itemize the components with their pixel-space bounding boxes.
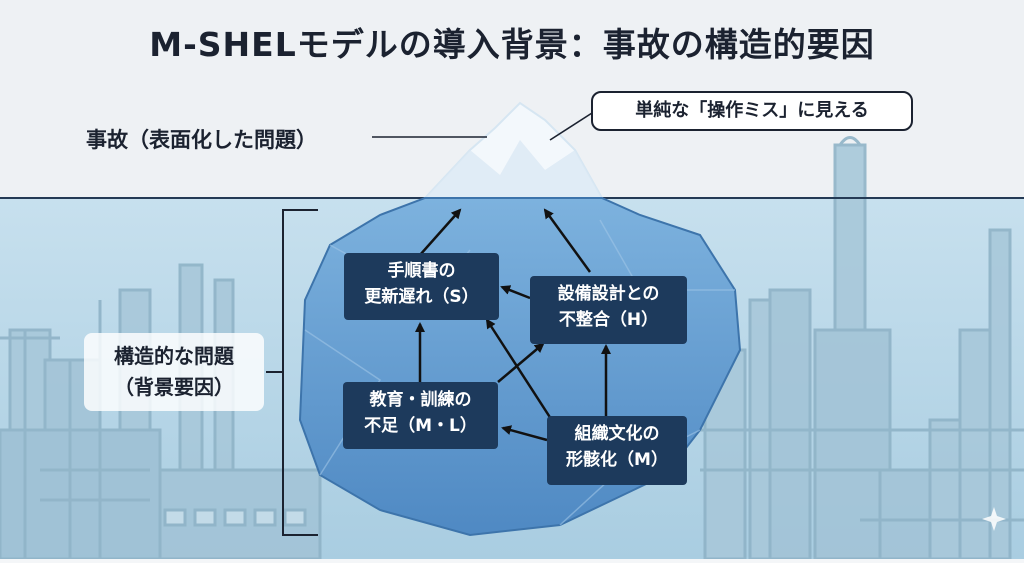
sparkle-icon [982, 507, 1006, 531]
structural-problem-line2: （背景要因） [114, 375, 234, 399]
node-procedures-line2: 更新遅れ（S） [364, 287, 479, 307]
node-equipment-line1: 設備設計との [557, 284, 660, 304]
node-training-line1: 教育・訓練の [369, 390, 472, 410]
arrow-equipment-to-procedures [500, 285, 531, 300]
node-training: 教育・訓練の 不足（M・L） [343, 382, 498, 449]
arrow-training-to-equipment [497, 342, 545, 383]
structural-problem-line1: 構造的な問題 [114, 344, 234, 368]
arrow-procedures-to-tip [419, 208, 462, 256]
callout-leader-line [549, 112, 593, 141]
causal-arrows [415, 208, 611, 442]
node-culture-line2: 形骸化（M） [566, 450, 668, 470]
arrow-culture-to-procedures [485, 318, 555, 423]
node-culture-line1: 組織文化の [574, 424, 660, 444]
callout-bubble: 単純な「操作ミス」に見える [591, 91, 913, 131]
surface-problem-label: 事故（表面化した問題） [86, 128, 317, 152]
node-equipment-line2: 不整合（H） [558, 310, 659, 330]
diagram-title: M-SHELモデルの導入背景：事故の構造的要因 [149, 25, 875, 64]
arrow-equipment-to-tip [543, 208, 592, 273]
node-procedures: 手順書の 更新遅れ（S） [344, 253, 499, 320]
node-procedures-line1: 手順書の [387, 261, 456, 281]
structural-problem-label: 構造的な問題 （背景要因） [84, 333, 264, 411]
node-equipment: 設備設計との 不整合（H） [530, 276, 687, 344]
arrow-culture-to-training [501, 425, 548, 442]
node-culture: 組織文化の 形骸化（M） [547, 416, 687, 485]
node-training-line2: 不足（M・L） [364, 416, 477, 436]
